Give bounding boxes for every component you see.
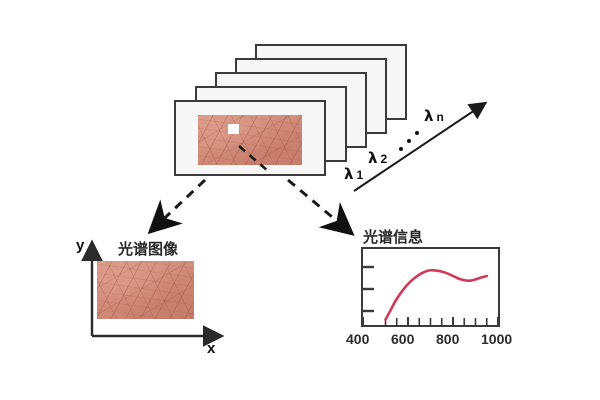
- chart-xtick-label: 1000: [481, 331, 513, 347]
- cube-layer-1-front: [174, 100, 326, 176]
- dashed-arrow-to-spectral-panel: [287, 178, 355, 236]
- lambda-symbol: λ: [424, 107, 434, 125]
- chart-xtick-label: 800: [436, 331, 460, 347]
- skin-texture-photo: [198, 115, 302, 165]
- ellipsis-dot: [415, 131, 419, 135]
- chart-xtick-label: 400: [346, 331, 370, 347]
- chart-xticks: [362, 317, 499, 325]
- selected-pixel-marker: [228, 124, 239, 134]
- spectral-panel-title: 光谱信息: [363, 228, 424, 246]
- lambda-symbol: λ: [368, 149, 378, 167]
- lambda-symbol: λ: [344, 165, 354, 183]
- ellipsis-dot: [407, 139, 411, 143]
- y-axis-label: y: [76, 237, 85, 254]
- spatial-panel-title: 光谱图像: [118, 240, 179, 258]
- lambda-index: 2: [380, 152, 388, 166]
- chart-xtick-label: 600: [391, 331, 415, 347]
- dashed-leader-from-pixel: [238, 145, 269, 172]
- x-axis-label: x: [207, 340, 216, 357]
- lambda-index: n: [436, 110, 444, 124]
- lambda-index: 1: [356, 168, 364, 182]
- wavelength-axis-arrow: [353, 101, 488, 192]
- spectrum-chart: [361, 247, 500, 327]
- spectrum-curve: [384, 268, 489, 321]
- ellipsis-dot: [399, 147, 403, 151]
- chart-yticks: [363, 265, 374, 313]
- spatial-panel-image: [97, 261, 194, 319]
- dashed-arrow-to-spatial-panel: [147, 178, 207, 235]
